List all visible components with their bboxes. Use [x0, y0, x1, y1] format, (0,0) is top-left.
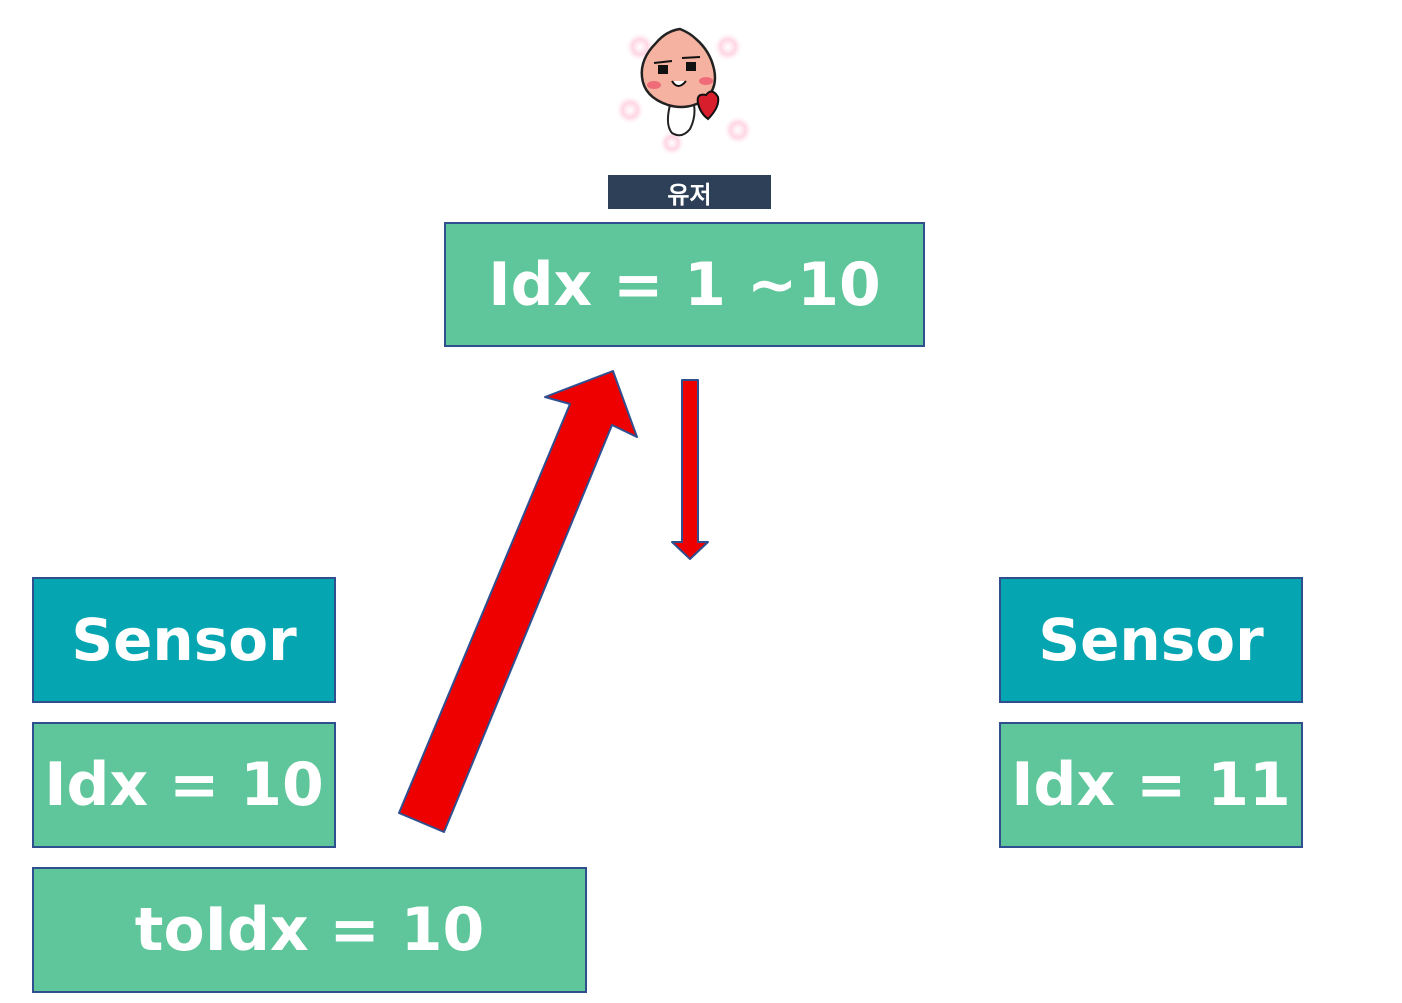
user-idx-range-box: Idx = 1 ~10: [444, 222, 925, 347]
right-idx-box: Idx = 11: [999, 722, 1303, 848]
user-label: 유저: [608, 175, 771, 209]
up-arrow: [398, 370, 638, 833]
right-sensor-box: Sensor: [999, 577, 1303, 703]
peach-character-icon: [616, 27, 752, 155]
down-arrow: [671, 379, 709, 560]
left-sensor-box: Sensor: [32, 577, 336, 703]
left-idx-box: Idx = 10: [32, 722, 336, 848]
to-idx-box: toIdx = 10: [32, 867, 587, 993]
